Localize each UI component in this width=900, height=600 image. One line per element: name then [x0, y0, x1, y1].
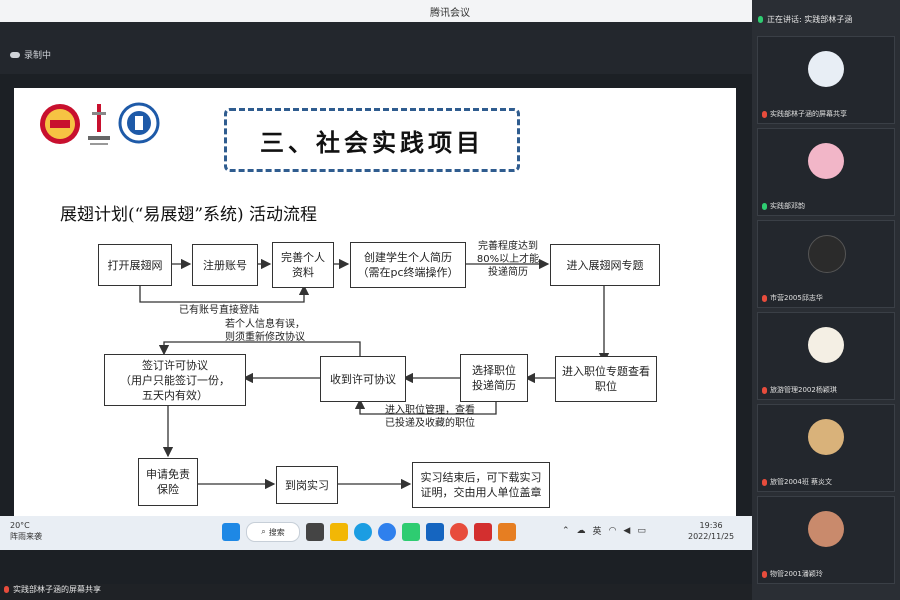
- participant-tile[interactable]: 市营2005邱志华: [757, 220, 895, 308]
- recording-label: 录制中: [24, 51, 52, 61]
- avatar: [808, 235, 846, 273]
- avatar: [808, 419, 844, 455]
- participant-name: 物管2001潘颖玲: [770, 570, 823, 578]
- clock-time: 19:36: [699, 521, 723, 530]
- participant-name: 市营2005邱志华: [770, 294, 823, 302]
- participant-name: 实践部邓韵: [770, 202, 805, 210]
- tray-chevron-icon[interactable]: ⌃: [562, 525, 570, 536]
- step-onboard: 到岗实习: [276, 466, 338, 504]
- participant-tile[interactable]: 旅管2004班 蔡炎文: [757, 404, 895, 492]
- weather-text: 阵雨来袭: [10, 532, 42, 541]
- slide-subtitle: 展翅计划(“易展翅”系统) 活动流程: [60, 205, 318, 225]
- mic-off-icon: [4, 586, 9, 593]
- mic-icon: [758, 15, 763, 23]
- presentation-app-icon[interactable]: [498, 523, 516, 541]
- browser-icon[interactable]: [378, 523, 396, 541]
- wifi-icon[interactable]: ◠: [608, 525, 617, 536]
- wps-icon[interactable]: [474, 523, 492, 541]
- participant-tile[interactable]: 实践部邓韵: [757, 128, 895, 216]
- participant-tile[interactable]: 实践部林子涵的屏幕共享: [757, 36, 895, 124]
- step-complete-info: 完善个人 资料: [272, 242, 334, 288]
- top-bar: [0, 22, 752, 74]
- start-icon[interactable]: [222, 523, 240, 541]
- step-choose-position: 选择职位 投递简历: [460, 354, 528, 402]
- taskbar-search[interactable]: ⌕搜索: [246, 522, 300, 542]
- edge-icon[interactable]: [354, 523, 372, 541]
- step-view-positions: 进入职位专题查看 职位: [555, 356, 657, 402]
- step-register: 注册账号: [192, 244, 258, 286]
- cloud-icon: [10, 51, 20, 58]
- ime-indicator[interactable]: 英: [592, 527, 602, 537]
- step-enter-topic: 进入展翅网专题: [550, 244, 660, 286]
- section-title: 三、社会实践项目: [260, 127, 484, 157]
- participant-name: 旅管2004班 蔡炎文: [770, 478, 833, 486]
- task-view-icon[interactable]: [306, 523, 324, 541]
- avatar: [808, 51, 844, 87]
- wechat-icon[interactable]: [402, 523, 420, 541]
- mic-off-icon: [762, 478, 767, 486]
- taskbar-clock[interactable]: 19:36 2022/11/25: [688, 520, 734, 542]
- windows-taskbar: 20°C 阵雨来袭 ⌕搜索 ⌃ ☁ 英 ◠ ◀ ▭ 19:36 2022/11/…: [0, 516, 752, 550]
- step-sign-agreement: 签订许可协议 （用户只能签订一份， 五天内有效）: [104, 354, 246, 406]
- clock-date: 2022/11/25: [688, 532, 735, 541]
- step-create-resume: 创建学生个人简历 （需在pc终端操作）: [350, 242, 466, 288]
- cloud-tray-icon[interactable]: ☁: [576, 525, 586, 536]
- note-info-error: 若个人信息有误， 则须重新修改协议: [225, 319, 305, 343]
- battery-icon[interactable]: ▭: [637, 525, 646, 536]
- speaking-indicator: 正在讲话: 实践部林子涵: [752, 8, 900, 30]
- avatar: [808, 143, 844, 179]
- step-receive-agreement: 收到许可协议: [320, 356, 406, 402]
- mic-off-icon: [762, 386, 767, 394]
- search-icon: ⌕: [261, 527, 266, 536]
- volume-icon[interactable]: ◀: [623, 525, 631, 536]
- participant-tile[interactable]: 物管2001潘颖玲: [757, 496, 895, 584]
- section-banner: 三、社会实践项目: [224, 108, 520, 172]
- university-logo: [118, 102, 160, 144]
- step-finish: 实习结束后，可下载实习 证明，交由用人单位盖章: [412, 462, 550, 508]
- window-title: 腾讯会议: [430, 7, 470, 19]
- search-label: 搜索: [268, 527, 285, 537]
- presentation-slide: 三、社会实践项目 展翅计划(“易展翅”系统) 活动流程 打开展翅网 注册账号 完…: [14, 88, 736, 516]
- chrome-icon[interactable]: [450, 523, 468, 541]
- mic-off-icon: [762, 294, 767, 302]
- step-open-site: 打开展翅网: [98, 244, 172, 286]
- step-insurance: 申请免责 保险: [138, 458, 198, 506]
- mic-off-icon: [762, 110, 767, 118]
- share-owner-label: 实践部林子涵的屏幕共享: [4, 584, 101, 595]
- note-has-account: 已有账号直接登陆: [179, 305, 259, 316]
- weather-widget[interactable]: 20°C 阵雨来袭: [10, 520, 42, 542]
- meeting-icon[interactable]: [426, 523, 444, 541]
- window-titlebar: 腾讯会议: [0, 0, 900, 22]
- mic-off-icon: [762, 570, 767, 578]
- flow-arrows: [139, 258, 610, 490]
- mic-icon: [762, 202, 767, 210]
- beacon-project-logo: [86, 102, 112, 152]
- participant-name: 实践部林子涵的屏幕共享: [770, 110, 847, 118]
- participant-name: 旅游管理2002杨颖琪: [770, 386, 837, 394]
- note-manage: 进入职位管理，查看 已投递及收藏的职位: [385, 405, 475, 429]
- youth-league-logo: [38, 102, 82, 146]
- note-completion: 完善程度达到 80%以上才能 投递简历: [476, 241, 540, 278]
- temperature: 20°C: [10, 521, 30, 530]
- participant-tile[interactable]: 旅游管理2002杨颖琪: [757, 312, 895, 400]
- avatar: [808, 327, 844, 363]
- speaking-text: 正在讲话: 实践部林子涵: [767, 14, 853, 24]
- avatar: [808, 511, 844, 547]
- system-tray: ⌃ ☁ 英 ◠ ◀ ▭: [562, 524, 646, 538]
- share-owner-text: 实践部林子涵的屏幕共享: [13, 585, 101, 594]
- recording-indicator[interactable]: 录制中: [10, 48, 51, 61]
- file-explorer-icon[interactable]: [330, 523, 348, 541]
- taskbar-apps: ⌕搜索: [222, 522, 516, 542]
